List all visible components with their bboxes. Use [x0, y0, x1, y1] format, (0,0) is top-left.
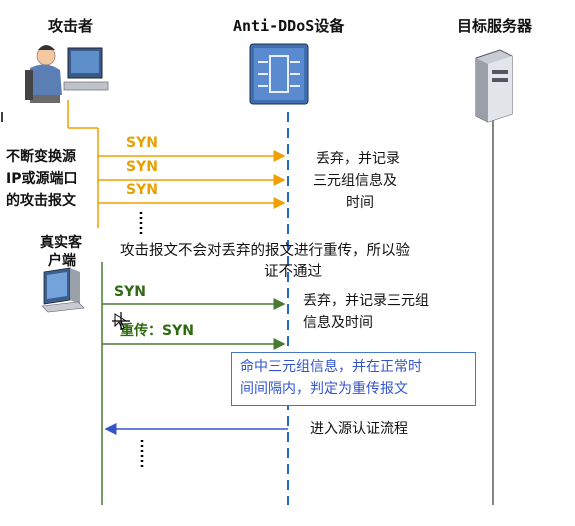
client-drop-note-1: 丢弃，并记录三元组: [303, 293, 429, 309]
attack-syn-3: SYN: [126, 182, 158, 198]
match-box-line-1: 命中三元组信息，并在正常时: [240, 359, 422, 375]
attack-drop-note-2: 三元组信息及: [313, 173, 397, 189]
match-box-line-2: 间间隔内，判定为重传报文: [240, 381, 408, 397]
client-drop-note-2: 信息及时间: [303, 315, 373, 331]
client-syn: SYN: [114, 284, 146, 300]
header-server: 目标服务器: [457, 17, 533, 35]
attack-syn-1: SYN: [126, 135, 158, 151]
match-info-box: [231, 352, 476, 406]
header-attacker: 攻击者: [48, 17, 94, 35]
attack-desc-line-2: IP或源端口: [6, 171, 78, 187]
no-retransmit-note-1: 攻击报文不会对丢弃的报文进行重传，所以验: [120, 243, 410, 259]
header-device: Anti-DDoS设备: [233, 17, 345, 35]
no-retransmit-note-2: 证不通过: [264, 264, 322, 280]
client-label-2: 户端: [48, 253, 76, 269]
attack-desc-line-1: 不断变换源: [6, 149, 76, 165]
client-label-1: 真实客: [40, 235, 82, 251]
client-retransmit-label: 重传：SYN: [120, 323, 194, 339]
attack-desc-line-3: 的攻击报文: [6, 193, 76, 209]
attack-syn-2: SYN: [126, 159, 158, 175]
attack-drop-note-1: 丢弃，并记录: [316, 151, 400, 167]
attack-drop-note-3: 时间: [346, 195, 374, 211]
enter-auth-label: 进入源认证流程: [310, 421, 408, 437]
